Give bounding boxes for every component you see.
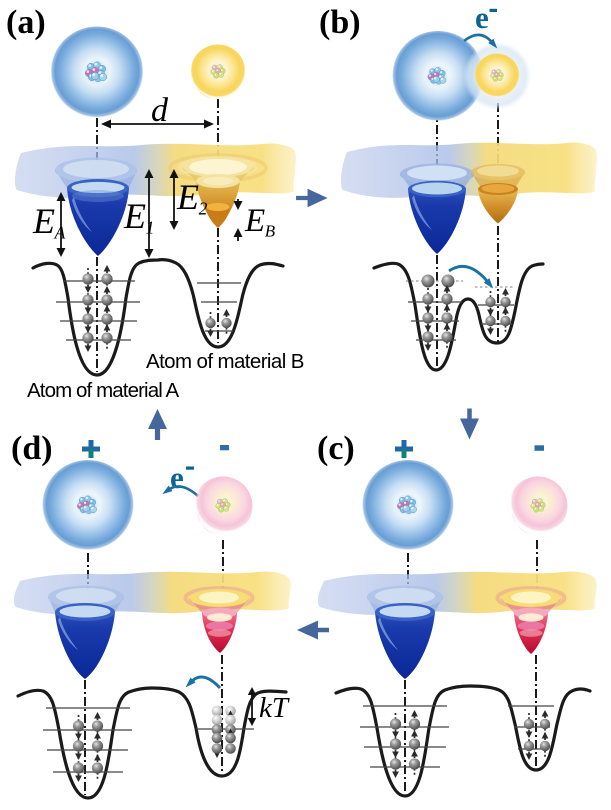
svg-text:E: E bbox=[244, 203, 265, 239]
svg-text:e: e bbox=[170, 460, 184, 495]
svg-text:B: B bbox=[265, 222, 276, 241]
svg-text:(b): (b) bbox=[319, 4, 361, 41]
svg-text:1: 1 bbox=[146, 218, 155, 238]
svg-text:(c): (c) bbox=[317, 430, 355, 467]
svg-text:kT: kT bbox=[259, 692, 290, 724]
svg-text:A: A bbox=[54, 223, 66, 243]
svg-text:2: 2 bbox=[199, 199, 208, 219]
svg-text:e: e bbox=[475, 0, 489, 35]
svg-text:(d): (d) bbox=[11, 430, 53, 467]
svg-text:E: E bbox=[123, 196, 146, 236]
svg-text:d: d bbox=[151, 92, 169, 129]
svg-text:E: E bbox=[32, 201, 55, 241]
svg-text:Atom of material B: Atom of material B bbox=[146, 350, 304, 373]
svg-text:Atom of material A: Atom of material A bbox=[27, 379, 180, 402]
svg-text:(a): (a) bbox=[6, 4, 46, 41]
svg-text:E: E bbox=[176, 177, 199, 217]
